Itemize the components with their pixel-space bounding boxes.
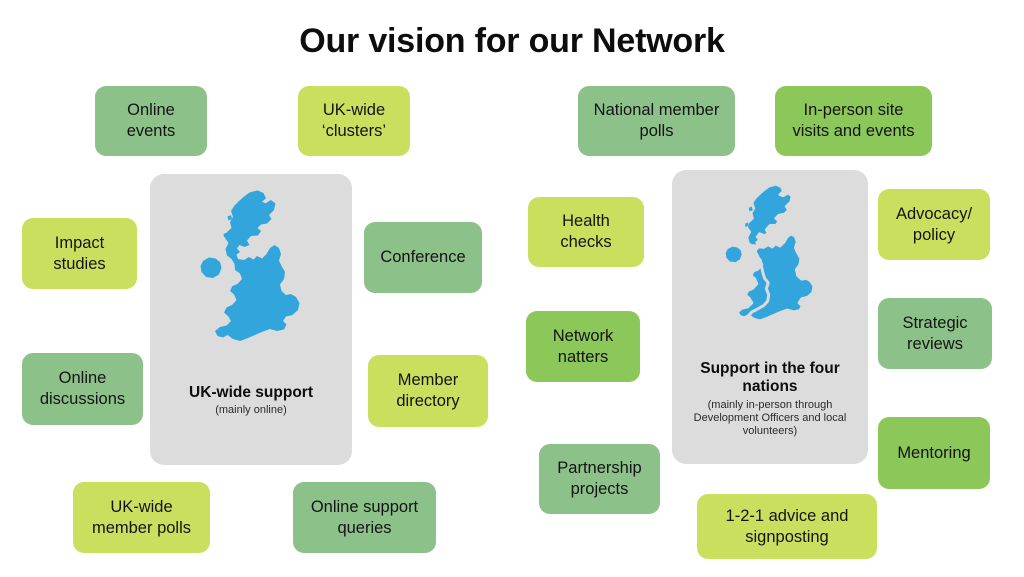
- chip-online-events[interactable]: Online events: [95, 86, 207, 156]
- chip-label: Online events: [126, 101, 176, 140]
- chip-strategic-reviews[interactable]: Strategic reviews: [878, 298, 992, 369]
- chip-label: Online support queries: [310, 497, 419, 537]
- chip-in-person-site-visits[interactable]: In-person site visits and events: [775, 86, 932, 156]
- chip-label: 1-2-1 advice and signposting: [725, 506, 849, 546]
- chip-online-discussions[interactable]: Online discussions: [22, 353, 143, 425]
- chip-label: Impact studies: [53, 233, 106, 273]
- chip-label: Strategic reviews: [902, 313, 968, 353]
- hub-uk-wide-support: UK-wide support (mainly online): [150, 174, 352, 465]
- hub-title: UK-wide support: [189, 384, 313, 401]
- chip-label: Advocacy/ policy: [895, 204, 973, 244]
- chip-health-checks[interactable]: Health checks: [528, 197, 644, 267]
- chip-national-member-polls[interactable]: National member polls: [578, 86, 735, 156]
- chip-label: UK-wide member polls: [91, 497, 192, 537]
- chip-advocacy-policy[interactable]: Advocacy/ policy: [878, 189, 990, 260]
- chip-uk-wide-member-polls[interactable]: UK-wide member polls: [73, 482, 210, 553]
- chip-partnership-projects[interactable]: Partnership projects: [539, 444, 660, 514]
- chip-label: Conference: [380, 248, 466, 267]
- chip-label: UK-wide ‘clusters’: [321, 101, 387, 140]
- chip-network-natters[interactable]: Network natters: [526, 311, 640, 382]
- hub-subtitle: (mainly online): [215, 404, 287, 417]
- chip-mentoring[interactable]: Mentoring: [878, 417, 990, 489]
- chip-member-directory[interactable]: Member directory: [368, 355, 488, 427]
- chip-online-support-queries[interactable]: Online support queries: [293, 482, 436, 553]
- chip-uk-wide-clusters[interactable]: UK-wide ‘clusters’: [298, 86, 410, 156]
- chip-label: Network natters: [552, 326, 614, 366]
- page-title: Our vision for our Network: [299, 22, 725, 60]
- chip-label: Partnership projects: [557, 459, 642, 498]
- chip-label: In-person site visits and events: [792, 101, 915, 140]
- hub-title: Support in the four nations: [700, 360, 840, 396]
- uk-map-solid-icon: [150, 188, 352, 384]
- chip-label: Online discussions: [39, 369, 126, 408]
- chip-label: Member directory: [396, 371, 460, 410]
- chip-label: National member polls: [593, 101, 720, 140]
- hub-four-nations-support: Support in the four nations (mainly in-p…: [672, 170, 868, 464]
- hub-subtitle: (mainly in-person through Development Of…: [693, 398, 847, 438]
- chip-conference[interactable]: Conference: [364, 222, 482, 293]
- chip-impact-studies[interactable]: Impact studies: [22, 218, 137, 289]
- chip-label: Mentoring: [897, 443, 971, 462]
- uk-map-four-nations-icon: [672, 182, 868, 360]
- chip-label: Health checks: [560, 212, 612, 251]
- chip-1-2-1-advice-signposting[interactable]: 1-2-1 advice and signposting: [697, 494, 877, 559]
